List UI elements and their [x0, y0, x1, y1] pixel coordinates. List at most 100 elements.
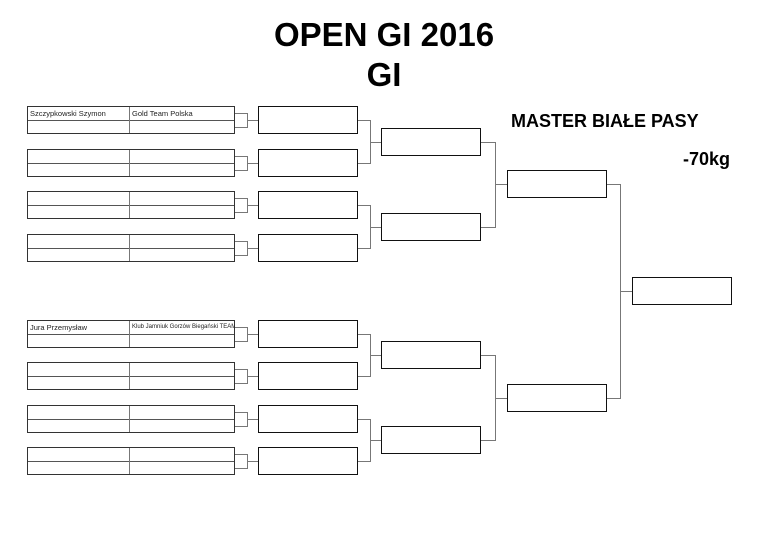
connector-line: [247, 334, 258, 335]
round1-slot: [258, 405, 358, 433]
connector-line: [370, 440, 381, 441]
connector-line: [358, 334, 370, 335]
connector-line: [358, 163, 370, 164]
row-divider: [28, 334, 234, 335]
connector-line: [235, 454, 247, 455]
connector-line: [247, 419, 258, 420]
round1-slot: [258, 106, 358, 134]
competitor-name: Szczypkowski Szymon: [30, 109, 106, 118]
competitor-name: Jura Przemysław: [30, 323, 88, 332]
connector-line: [607, 397, 620, 399]
round2-slot: [381, 127, 481, 156]
competitor-team: [130, 235, 235, 248]
connector-line: [370, 141, 381, 143]
connector-line: [495, 397, 507, 399]
column-divider: [129, 235, 130, 261]
connector-line: [481, 226, 495, 228]
connector-line: [247, 163, 258, 164]
connector-line: [235, 383, 247, 384]
competitor-pair: [27, 149, 235, 177]
connector-line: [235, 113, 247, 114]
division-label: MASTER BIAŁE PASY: [511, 111, 699, 131]
connector-line: [235, 468, 247, 469]
connector-line: [247, 205, 258, 206]
connector-line: [358, 461, 370, 462]
round2-slot: [381, 341, 481, 369]
column-divider: [129, 150, 130, 176]
competitor-team: [130, 406, 235, 419]
column-divider: [129, 406, 130, 432]
competitor-name: [28, 406, 128, 419]
column-divider: [129, 107, 130, 133]
connector-line: [235, 255, 247, 256]
competitor-name: [28, 192, 128, 205]
column-divider: [129, 321, 130, 347]
round1-slot: [258, 234, 358, 262]
connector-line: [247, 376, 258, 377]
column-divider: [129, 363, 130, 389]
connector-line: [235, 426, 247, 427]
row-divider: [28, 163, 234, 164]
round1-slot: [258, 320, 358, 348]
row-divider: [28, 248, 234, 249]
round2-slot: [381, 212, 481, 241]
competitor-pair: [27, 191, 235, 219]
connector-line: [358, 248, 370, 249]
connector-line: [481, 141, 495, 143]
competitor-team: Klub Jamniuk Gorzów Biegański TEAM: [132, 324, 235, 330]
column-divider: [129, 192, 130, 218]
competitor-pair: [27, 447, 235, 475]
round2-slot: [381, 426, 481, 454]
connector-line: [247, 120, 258, 121]
connector-line: [607, 184, 620, 185]
connector-line: [235, 412, 247, 413]
competitor-name: [28, 150, 128, 163]
row-divider: [28, 376, 234, 377]
connector-line: [358, 205, 370, 206]
competitor-name: [28, 235, 128, 248]
connector-line: [481, 355, 495, 356]
connector-line: [235, 170, 247, 171]
connector-line: [358, 419, 370, 420]
competitor-team: [130, 192, 235, 205]
connector-line: [235, 127, 247, 128]
semifinal-slot: [507, 170, 607, 198]
connector-line: [358, 376, 370, 377]
connector-line: [235, 198, 247, 199]
connector-line: [247, 248, 258, 249]
connector-line: [235, 241, 247, 242]
row-divider: [28, 205, 234, 206]
row-divider: [28, 120, 234, 121]
connector-line: [358, 120, 370, 121]
round1-slot: [258, 149, 358, 177]
competitor-pair: Jura Przemysław Klub Jamniuk Gorzów Bieg…: [27, 320, 235, 348]
row-divider: [28, 461, 234, 462]
final-slot: [632, 276, 732, 305]
connector-line: [247, 461, 258, 462]
round1-slot: [258, 447, 358, 475]
competitor-team: Gold Team Polska: [132, 109, 193, 118]
weight-label: -70kg: [682, 149, 730, 169]
semifinal-slot: [507, 383, 607, 412]
row-divider: [28, 419, 234, 420]
connector-line: [235, 341, 247, 342]
connector-line: [235, 327, 247, 328]
competitor-pair: Szczypkowski Szymon Gold Team Polska: [27, 106, 235, 134]
column-divider: [129, 448, 130, 474]
event-subtitle: GI: [366, 56, 402, 93]
competitor-team: [130, 150, 235, 163]
competitor-pair: [27, 362, 235, 390]
round1-slot: [258, 191, 358, 219]
connector-line: [370, 226, 381, 228]
connector-line: [495, 184, 507, 185]
event-title: OPEN GI 2016: [273, 16, 495, 53]
competitor-name: [28, 363, 128, 376]
competitor-team: [130, 363, 235, 376]
competitor-name: [28, 448, 128, 461]
competitor-pair: [27, 405, 235, 433]
connector-line: [370, 355, 381, 356]
competitor-team: [130, 448, 235, 461]
connector-line: [235, 369, 247, 370]
connector-line: [481, 440, 495, 441]
round1-slot: [258, 362, 358, 390]
